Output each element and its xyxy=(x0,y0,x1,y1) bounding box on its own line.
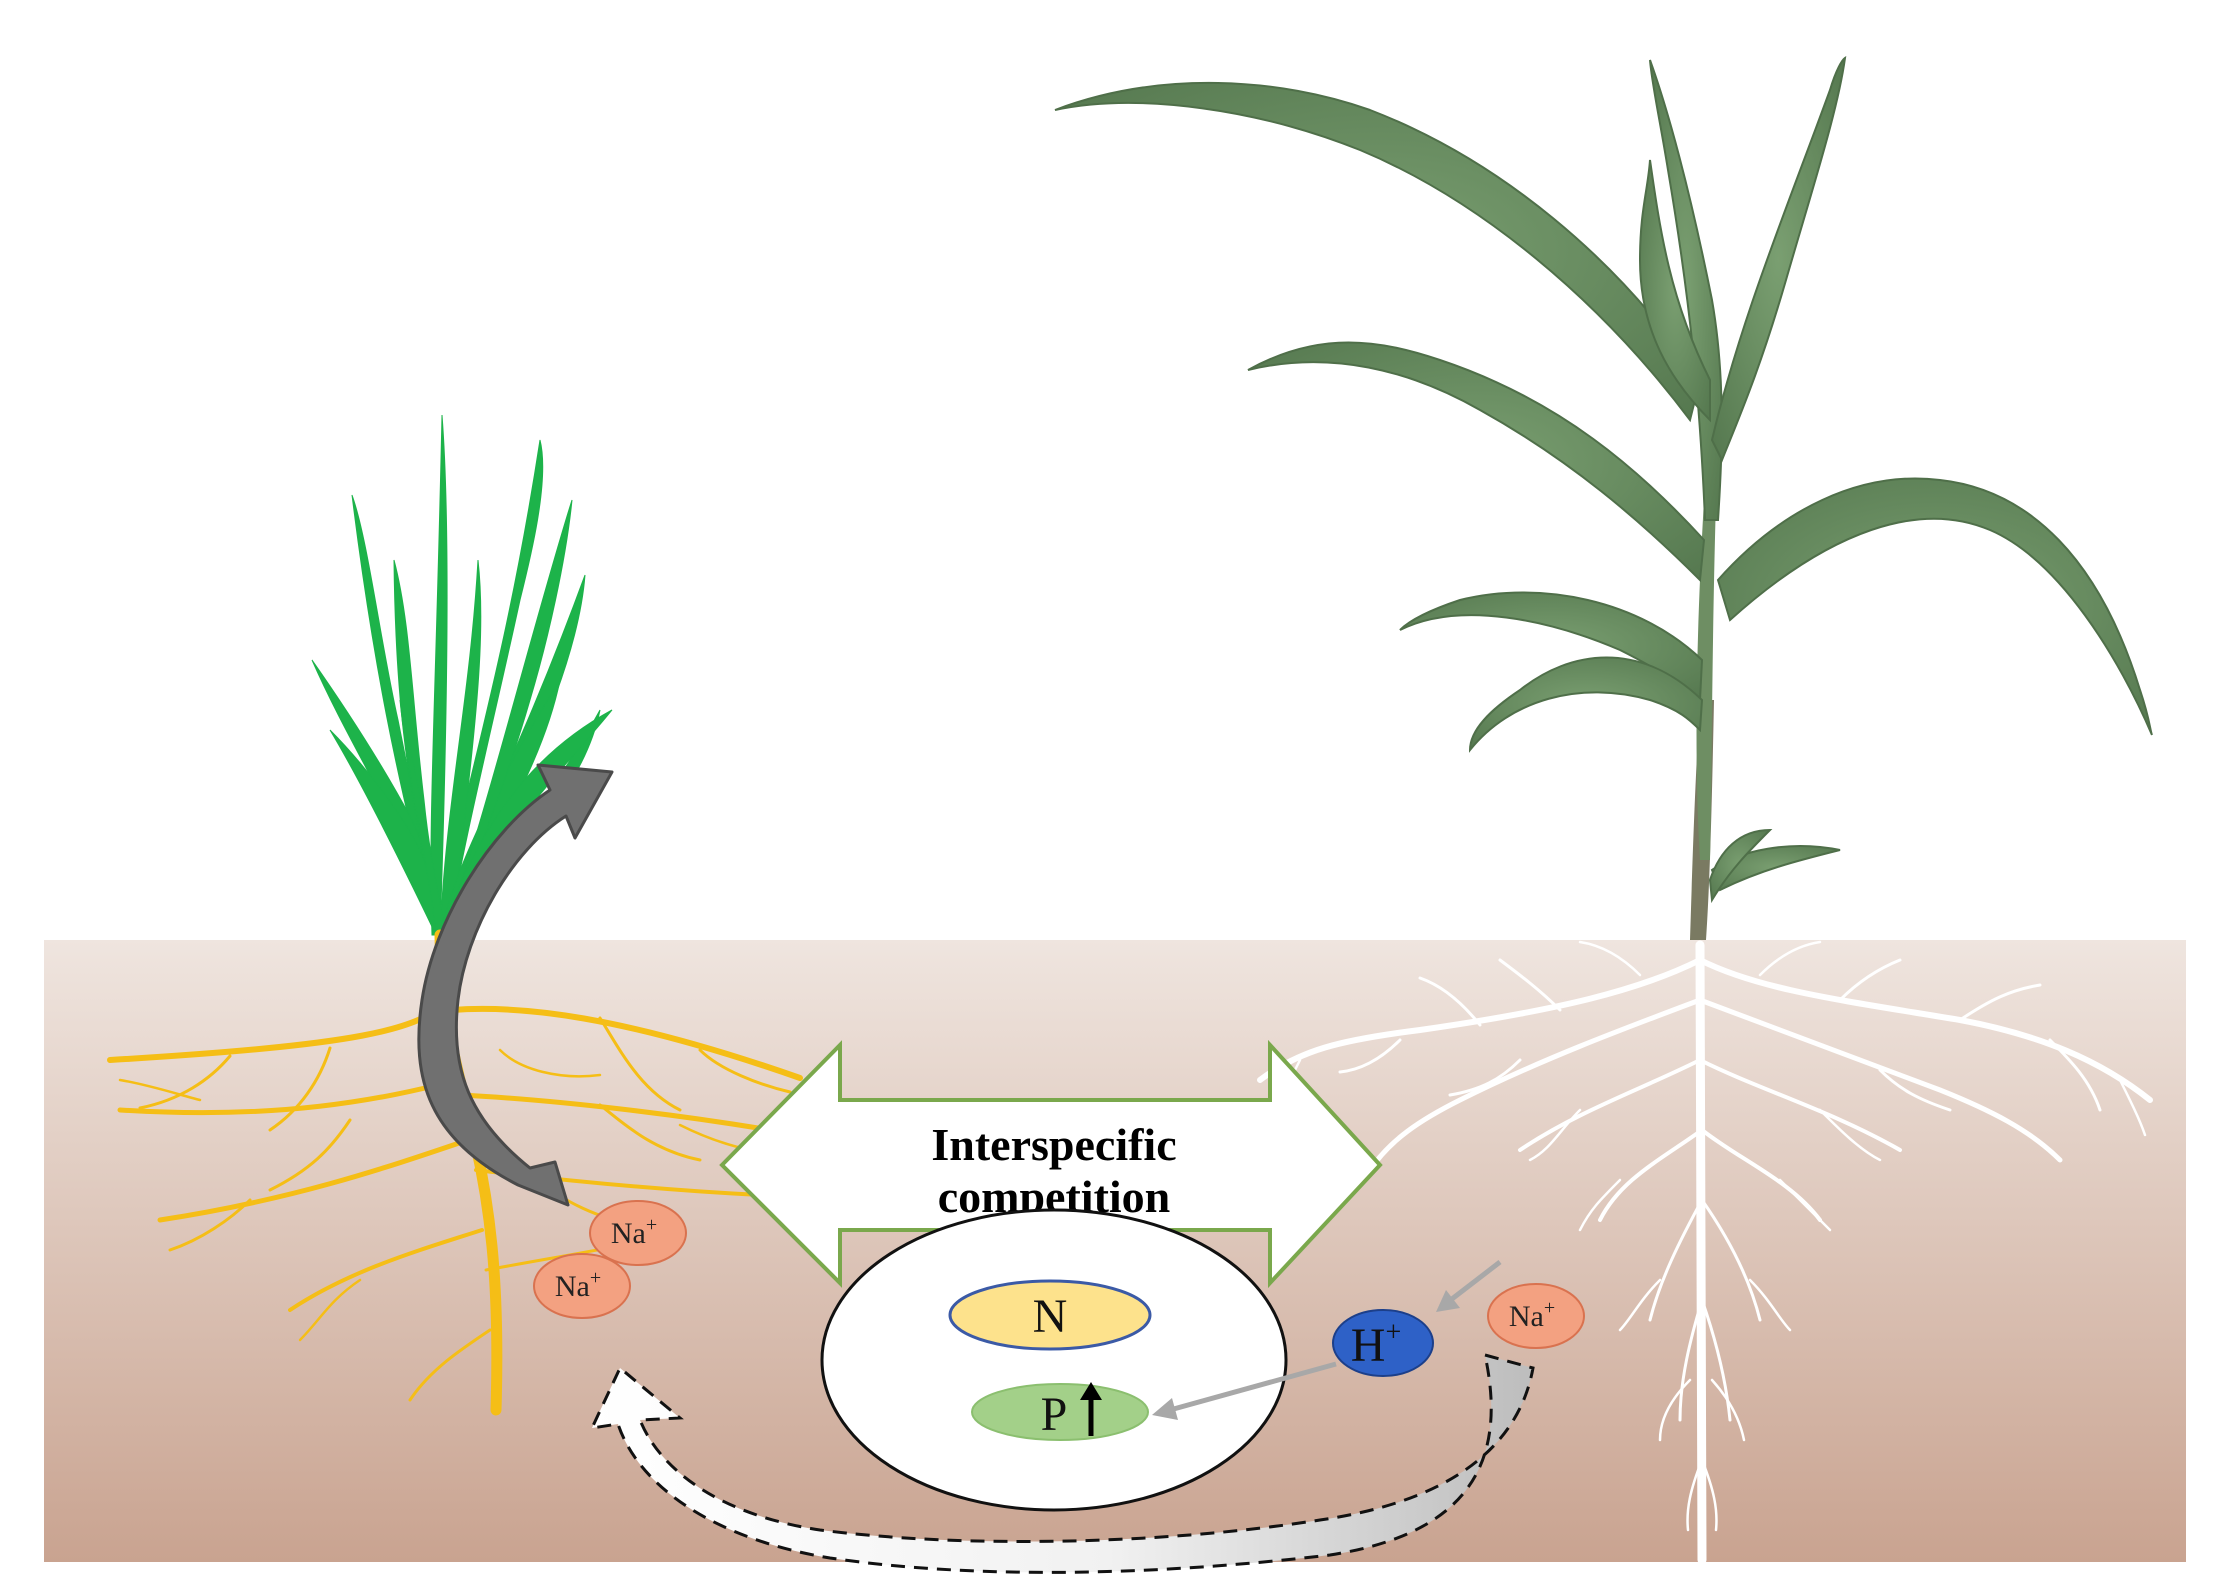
svg-text:H+: H+ xyxy=(1351,1317,1401,1372)
sodium-label-halophyte-1: Na xyxy=(611,1217,646,1250)
sodium-uptake-arrow xyxy=(417,763,614,1207)
sodium-label-maize: Na xyxy=(1509,1300,1544,1333)
sodium-charge-halophyte-1: + xyxy=(646,1214,657,1236)
svg-text:Na+: Na+ xyxy=(1509,1297,1555,1333)
sodium-transfer-dashed-arrow xyxy=(589,1352,1535,1574)
sodium-charge-maize: + xyxy=(1544,1297,1555,1319)
maize-plant xyxy=(1054,55,2153,1565)
halophyte-shoot xyxy=(311,414,613,936)
sodium-label-halophyte-2: Na xyxy=(555,1270,590,1303)
sodium-ion-maize: Na+ xyxy=(1487,1283,1585,1349)
nitrogen-ellipse xyxy=(948,1279,1152,1351)
maize-roots xyxy=(1257,940,2153,1565)
svg-text:Na+: Na+ xyxy=(611,1214,657,1250)
nutrient-pool: N P xyxy=(820,1208,1288,1512)
proton-label: H xyxy=(1351,1319,1386,1372)
halophyte-plant xyxy=(107,414,803,1416)
maize-leaves xyxy=(1054,55,2153,904)
proton-ion: H+ xyxy=(1332,1309,1434,1377)
sodium-ion-halophyte-2: Na+ xyxy=(533,1253,631,1319)
phosphorus-label: P xyxy=(1041,1388,1068,1441)
competition-label-line1: Interspecific xyxy=(931,1119,1176,1170)
proton-to-phosphorus-arrow xyxy=(1152,1361,1337,1420)
phosphorus-ellipse xyxy=(971,1383,1149,1441)
root-to-proton-arrow xyxy=(1436,1260,1502,1312)
phosphorus-increase-arrow-icon xyxy=(1080,1382,1102,1436)
nitrogen-label: N xyxy=(1033,1290,1068,1343)
proton-charge: + xyxy=(1385,1317,1401,1348)
nutrient-pool-ellipse xyxy=(820,1208,1288,1512)
sodium-ion-halophyte-1: Na+ xyxy=(589,1200,687,1266)
svg-text:Na+: Na+ xyxy=(555,1267,601,1303)
sodium-charge-halophyte-2: + xyxy=(590,1267,601,1289)
